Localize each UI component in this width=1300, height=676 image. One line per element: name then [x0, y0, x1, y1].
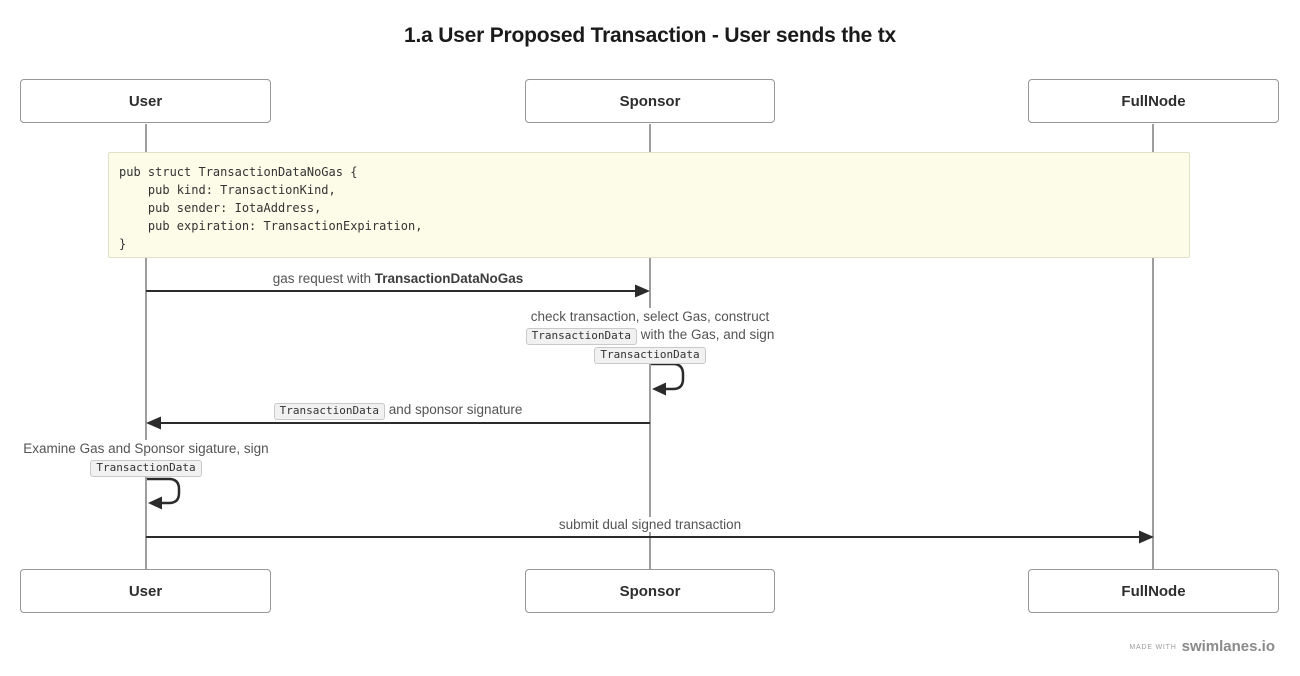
actor-label: User — [128, 92, 163, 110]
code-line: pub sender: IotaAddress, — [119, 201, 322, 215]
swimlanes-branding[interactable]: MADE WITH swimlanes.io — [1129, 638, 1275, 656]
diagram-title: 1.a User Proposed Transaction - User sen… — [403, 24, 897, 47]
code-note: pub struct TransactionDataNoGas { pub ki… — [108, 152, 1190, 258]
sponsor-self-line1: check transaction, select Gas, construct — [450, 308, 850, 326]
actor-label: Sponsor — [619, 92, 681, 110]
sponsor-self-line2: TransactionData with the Gas, and sign — [450, 326, 850, 345]
actor-label: User — [128, 582, 163, 600]
sponsor-self-line2-text: with the Gas, and sign — [637, 327, 775, 342]
arrowhead-return-signed — [146, 416, 161, 430]
message-text: gas request with — [272, 271, 375, 286]
code-line: pub kind: TransactionKind, — [119, 183, 336, 197]
actor-bottom-fullnode: FullNode — [1028, 569, 1279, 613]
message-gas-request-label: gas request with TransactionDataNoGas — [146, 270, 650, 288]
sponsor-self-line3: TransactionData — [450, 345, 850, 364]
user-self-message: Examine Gas and Sponsor sigature, sign T… — [0, 440, 292, 477]
actor-top-sponsor: Sponsor — [525, 79, 775, 123]
message-return-signed-label: TransactionData and sponsor signature — [146, 401, 650, 420]
arrowhead-gas-request — [635, 284, 650, 298]
made-with-label: MADE WITH — [1129, 644, 1177, 651]
message-text: submit dual signed transaction — [555, 517, 745, 532]
actor-label: Sponsor — [619, 582, 681, 600]
actor-label: FullNode — [1121, 92, 1186, 110]
message-text: and sponsor signature — [385, 402, 523, 417]
actor-top-fullnode: FullNode — [1028, 79, 1279, 123]
code-line: pub struct TransactionDataNoGas { — [119, 165, 358, 179]
arrowhead-submit — [1139, 530, 1154, 544]
code-chip: TransactionData — [90, 460, 202, 477]
swimlanes-logo-text[interactable]: swimlanes.io — [1181, 638, 1275, 655]
code-line: pub expiration: TransactionExpiration, — [119, 219, 423, 233]
user-self-line1: Examine Gas and Sponsor sigature, sign — [0, 440, 292, 458]
arrowhead-self-sponsor — [652, 382, 666, 396]
code-chip: TransactionData — [594, 347, 706, 364]
self-loop-sponsor — [651, 362, 685, 391]
arrowhead-self-user — [148, 496, 162, 510]
code-chip: TransactionData — [273, 403, 385, 420]
sponsor-self-message: check transaction, select Gas, construct… — [450, 308, 850, 364]
self-loop-user — [147, 477, 181, 505]
code-line: } — [119, 237, 127, 251]
actor-top-user: User — [20, 79, 271, 123]
actor-bottom-sponsor: Sponsor — [525, 569, 775, 613]
user-self-line2: TransactionData — [0, 458, 292, 477]
code-chip: TransactionData — [525, 328, 637, 345]
actor-label: FullNode — [1121, 582, 1186, 600]
message-bold-text: TransactionDataNoGas — [374, 271, 524, 286]
actor-bottom-user: User — [20, 569, 271, 613]
message-submit-label: submit dual signed transaction — [146, 516, 1154, 534]
